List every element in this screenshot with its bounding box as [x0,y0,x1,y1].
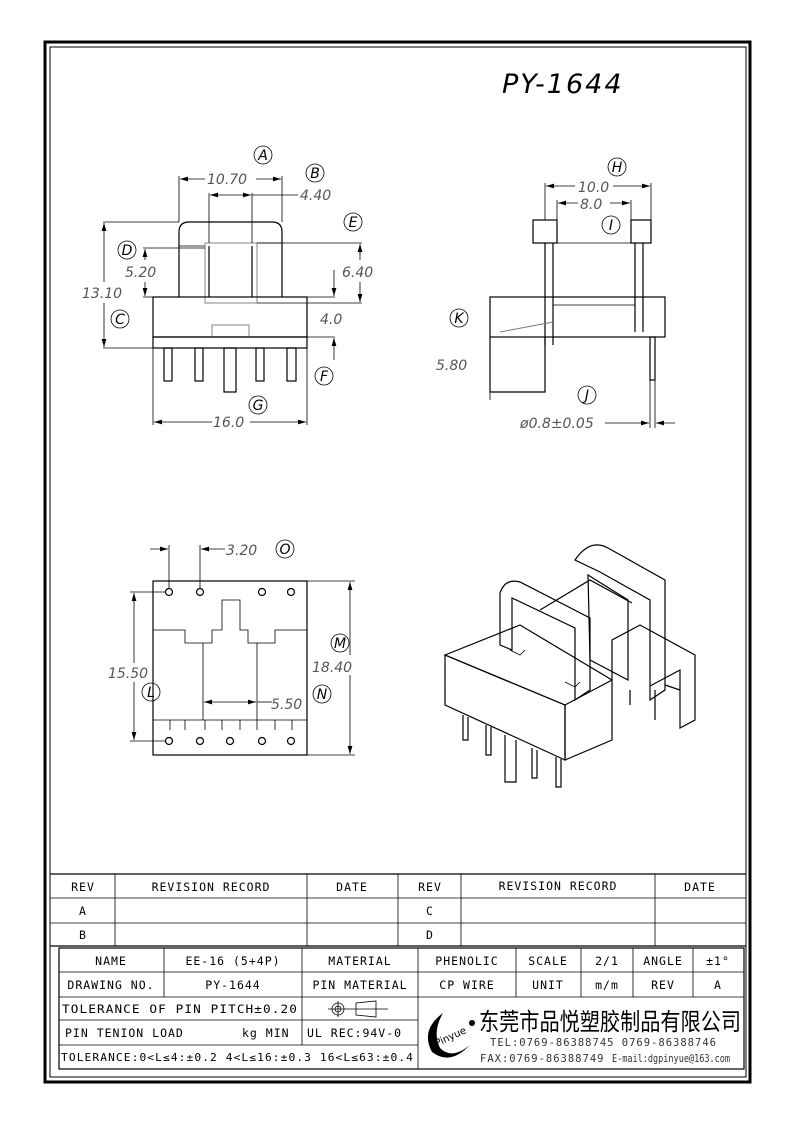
dim-c: 13.10 [82,286,122,302]
labels-H: H [612,160,623,176]
title_block-pin_tension_unit: kg MIN [242,1026,290,1040]
labels-O: O [279,542,290,558]
drawing-title: PY-1644 [502,69,624,100]
title_block-unit_label: UNIT [532,978,564,992]
labels-G: G [253,398,264,414]
title_block-pin_material: CP WIRE [439,978,494,992]
title_block-material_label: MATERIAL [328,954,391,968]
dim-d: 5.20 [125,265,156,281]
svg-text:Pinyue: Pinyue [433,1025,468,1049]
labels-K: K [454,311,465,327]
revision_table-headers-1: REVISION RECORD [152,880,271,894]
reference-labels: A B E D C F G H I K J O M L N [110,145,627,704]
title_block-unit: m/m [595,978,619,992]
dim-e: 6.40 [342,265,373,281]
side-view: 10.0 8.0 5.80 ø0.8±0.05 [436,180,675,432]
labels-M: M [334,636,346,652]
title_block-tel: TEL:0769-86388745 0769-86388746 [490,1037,717,1049]
title_block-angle: ±1° [706,954,730,968]
title_block-pin_tension_label: PIN TENION LOAD [65,1026,184,1040]
isometric-view [443,544,696,788]
revision_table-headers-0: REV [71,880,95,894]
rev-d: D [426,928,434,942]
dim-g: 16.0 [213,415,244,431]
title_block-name: EE-16 (5+4P) [185,954,280,968]
title_block-angle_label: ANGLE [643,954,683,968]
title_block-material: PHENOLIC [435,954,498,968]
company-name: 东莞市品悦塑胶制品有限公司 [479,1008,741,1036]
title_block-rev_label: REV [651,978,675,992]
projection-symbol-icon [328,1000,388,1018]
dim-i: 8.0 [580,197,602,213]
title_block-scale_label: SCALE [528,954,568,968]
labels-E: E [349,215,358,231]
labels-N: N [317,687,328,703]
dim-o: 3.20 [226,543,257,559]
title_block-drawing_no: PY-1644 [205,978,260,992]
front-view: 10.70 4.40 5.20 13.10 6.40 4.0 16.0 [82,172,373,431]
revision_table-headers-4: REVISION RECORD [499,879,618,893]
title_block-email: E-mail:dgpinyue@163.com [612,1053,730,1065]
dim-h: 10.0 [578,180,609,196]
revision_table-headers-5: DATE [684,880,716,894]
revision-table: REV REVISION RECORD DATE REV REVISION RE… [50,873,746,947]
title_block-name_label: NAME [95,954,127,968]
labels-A: A [257,148,268,164]
title_block-drawing_no_label: DRAWING NO. [67,978,154,992]
rev-a: A [79,904,87,918]
dim-b: 4.40 [300,188,331,204]
dim-j: ø0.8±0.05 [519,416,594,432]
title-block: NAME EE-16 (5+4P) MATERIAL PHENOLIC SCAL… [58,947,745,1070]
title_block-fax: FAX:0769-86388749 [480,1053,604,1065]
dim-l: 15.50 [108,666,148,682]
title_block-tolerance: TOLERANCE:0<L≤4:±0.2 4<L≤16:±0.3 16<L≤63… [61,1052,414,1064]
dim-f: 4.0 [320,312,342,328]
title_block-rev: A [714,978,722,992]
labels-C: C [115,312,125,328]
company-logo: Pinyue [427,1013,475,1058]
dim-n: 5.50 [271,697,302,713]
dim-m: 18.40 [312,660,352,676]
outer-border [43,40,752,1084]
revision_table-headers-3: REV [418,880,442,894]
labels-L: L [147,685,155,701]
revision_table-headers-2: DATE [336,880,368,894]
inner-border [49,46,747,1078]
dim-k: 5.80 [436,358,467,374]
title_block-scale: 2/1 [595,954,619,968]
labels-B: B [310,166,320,182]
title_block-ul_rec: UL REC:94V-0 [307,1026,402,1040]
title_block-pin_pitch_tolerance: TOLERANCE OF PIN PITCH±0.20 [62,1002,298,1016]
labels-I: I [609,218,613,234]
rev-b: B [79,928,87,942]
labels-J: J [582,388,589,404]
rev-c: C [426,904,434,918]
dim-a: 10.70 [207,172,247,188]
labels-D: D [122,243,133,259]
labels-F: F [320,369,329,385]
bottom-view: 3.20 15.50 18.40 5.50 [108,543,355,756]
title_block-pin_material_label: PIN MATERIAL [312,978,407,992]
